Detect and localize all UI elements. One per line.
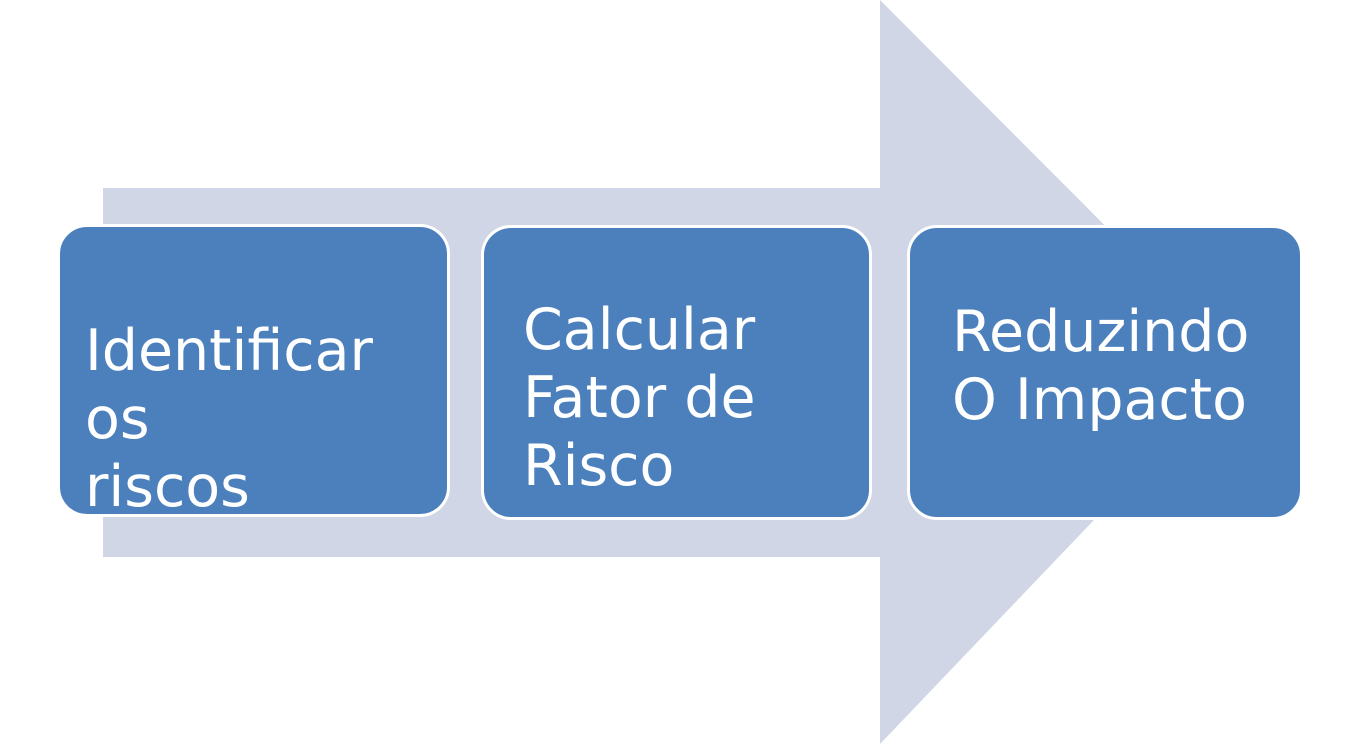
step-box-identificar: Identificar os riscos bbox=[57, 224, 450, 517]
step-label: Calcular Fator de Risco bbox=[523, 297, 756, 499]
step-label: Reduzindo O Impacto bbox=[952, 299, 1250, 433]
step-box-calcular: Calcular Fator de Risco bbox=[481, 225, 872, 520]
step-label: Identificar os riscos bbox=[85, 318, 373, 517]
step-box-reduzindo: Reduzindo O Impacto bbox=[907, 225, 1303, 520]
